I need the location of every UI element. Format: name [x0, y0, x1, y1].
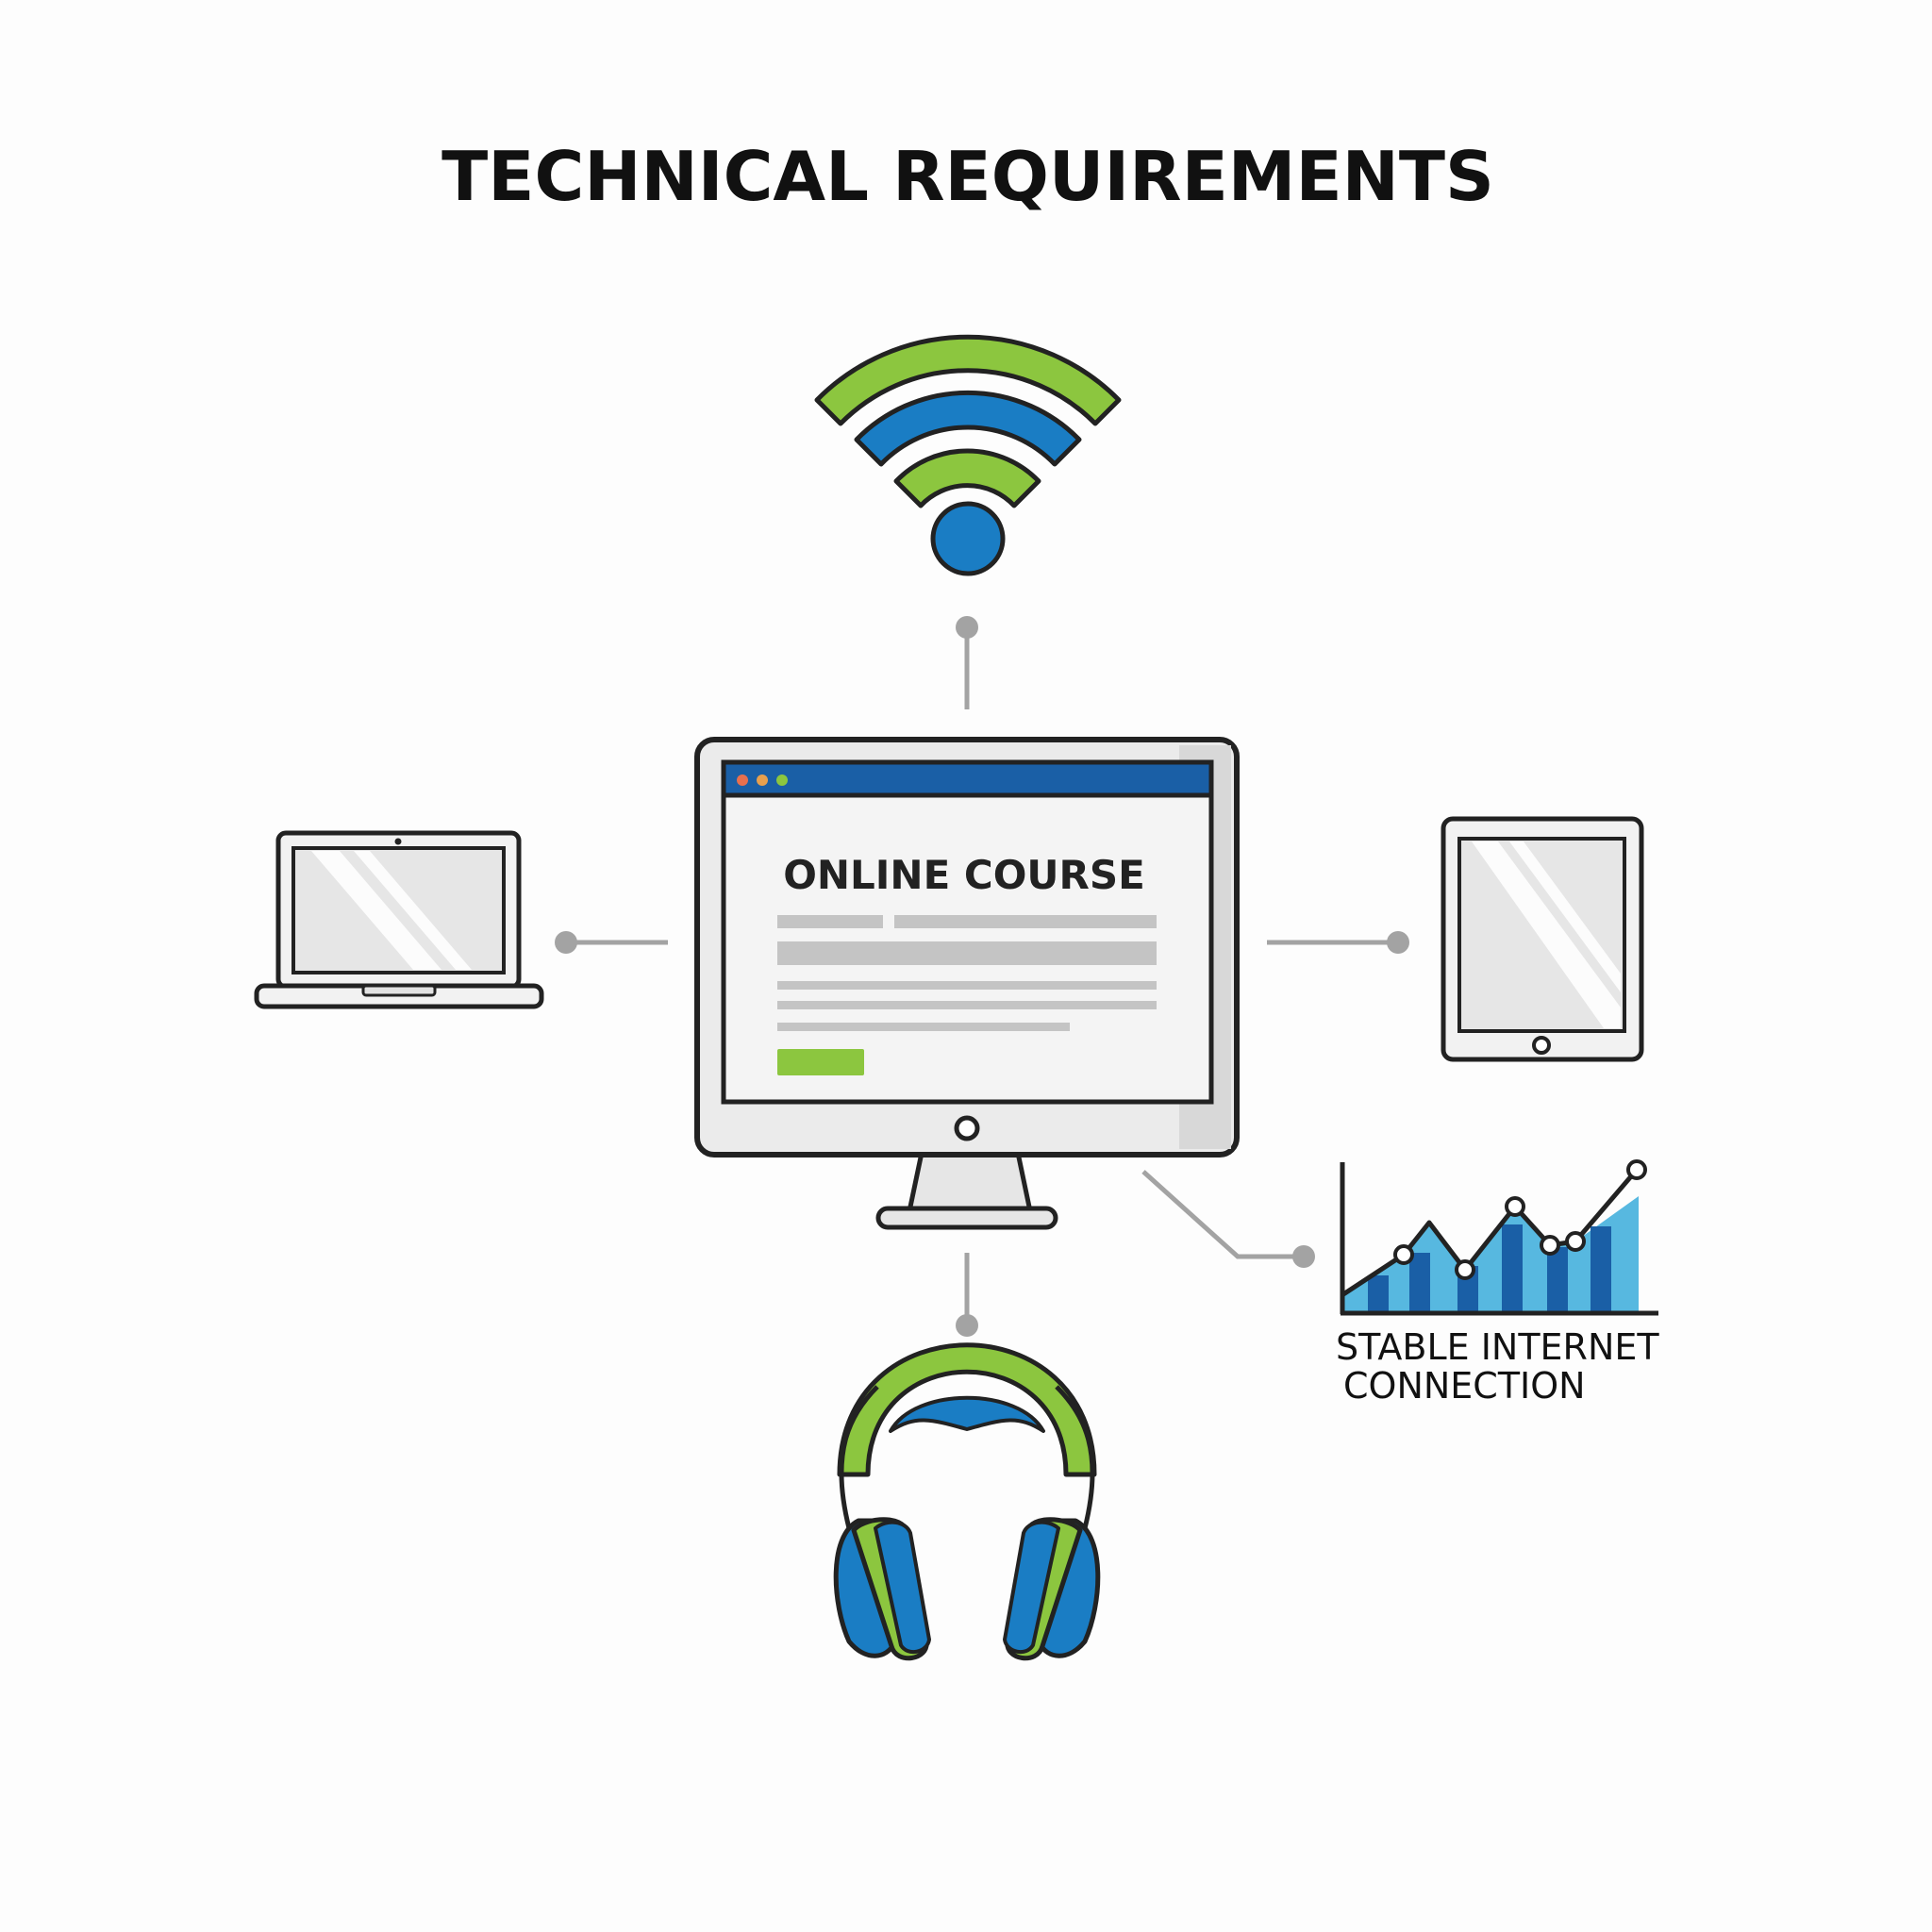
- connector-top: [956, 616, 978, 709]
- monitor-screen-heading: ONLINE COURSE: [783, 852, 1145, 898]
- laptop-camera: [394, 838, 402, 845]
- monitor-icon: ONLINE COURSE: [694, 737, 1240, 1230]
- laptop-icon: [254, 830, 544, 1009]
- monitor-screen: [721, 759, 1214, 1105]
- headphones-inner-band: [839, 1385, 1095, 1529]
- laptop-touchpad-notch: [361, 984, 437, 997]
- chart-points: [1393, 1159, 1647, 1280]
- connectors: [555, 616, 1409, 1337]
- headphones-right-pad-inner: [1003, 1520, 1060, 1655]
- placeholder-text-lines: [777, 915, 1157, 1031]
- monitor-stand: [906, 1150, 1034, 1214]
- browser-title-bar: [721, 759, 1214, 798]
- page-title: TECHNICAL REQUIREMENTS: [441, 137, 1494, 216]
- headphones-headband-cushion: [889, 1395, 1045, 1433]
- tablet-home-button: [1532, 1036, 1551, 1055]
- course-action-button[interactable]: [777, 1049, 864, 1075]
- speed-chart-icon: STABLE INTERNET CONNECTION: [1336, 1159, 1659, 1407]
- chart-label-line1: STABLE INTERNET: [1336, 1326, 1659, 1368]
- connector-right: [1267, 931, 1409, 954]
- connector-left: [555, 931, 668, 954]
- window-dot-orange: [757, 774, 768, 786]
- wifi-arc-middle: [854, 390, 1082, 467]
- wifi-icon: [814, 334, 1122, 576]
- wifi-arc-inner: [893, 448, 1041, 508]
- wifi-arc-outer: [814, 334, 1122, 426]
- connector-bottom: [956, 1253, 978, 1337]
- chart-label-line2: CONNECTION: [1343, 1365, 1586, 1407]
- headphones-left-pad-inner: [874, 1520, 931, 1655]
- headphones-icon: [833, 1342, 1101, 1661]
- monitor-base: [875, 1206, 1058, 1230]
- window-dot-red: [737, 774, 748, 786]
- monitor-power-button: [954, 1115, 980, 1141]
- tablet-icon: [1441, 816, 1644, 1062]
- chart-bars: [1368, 1224, 1611, 1312]
- connector-chart: [1141, 1170, 1315, 1268]
- window-dot-green: [776, 774, 788, 786]
- wifi-dot: [930, 501, 1006, 576]
